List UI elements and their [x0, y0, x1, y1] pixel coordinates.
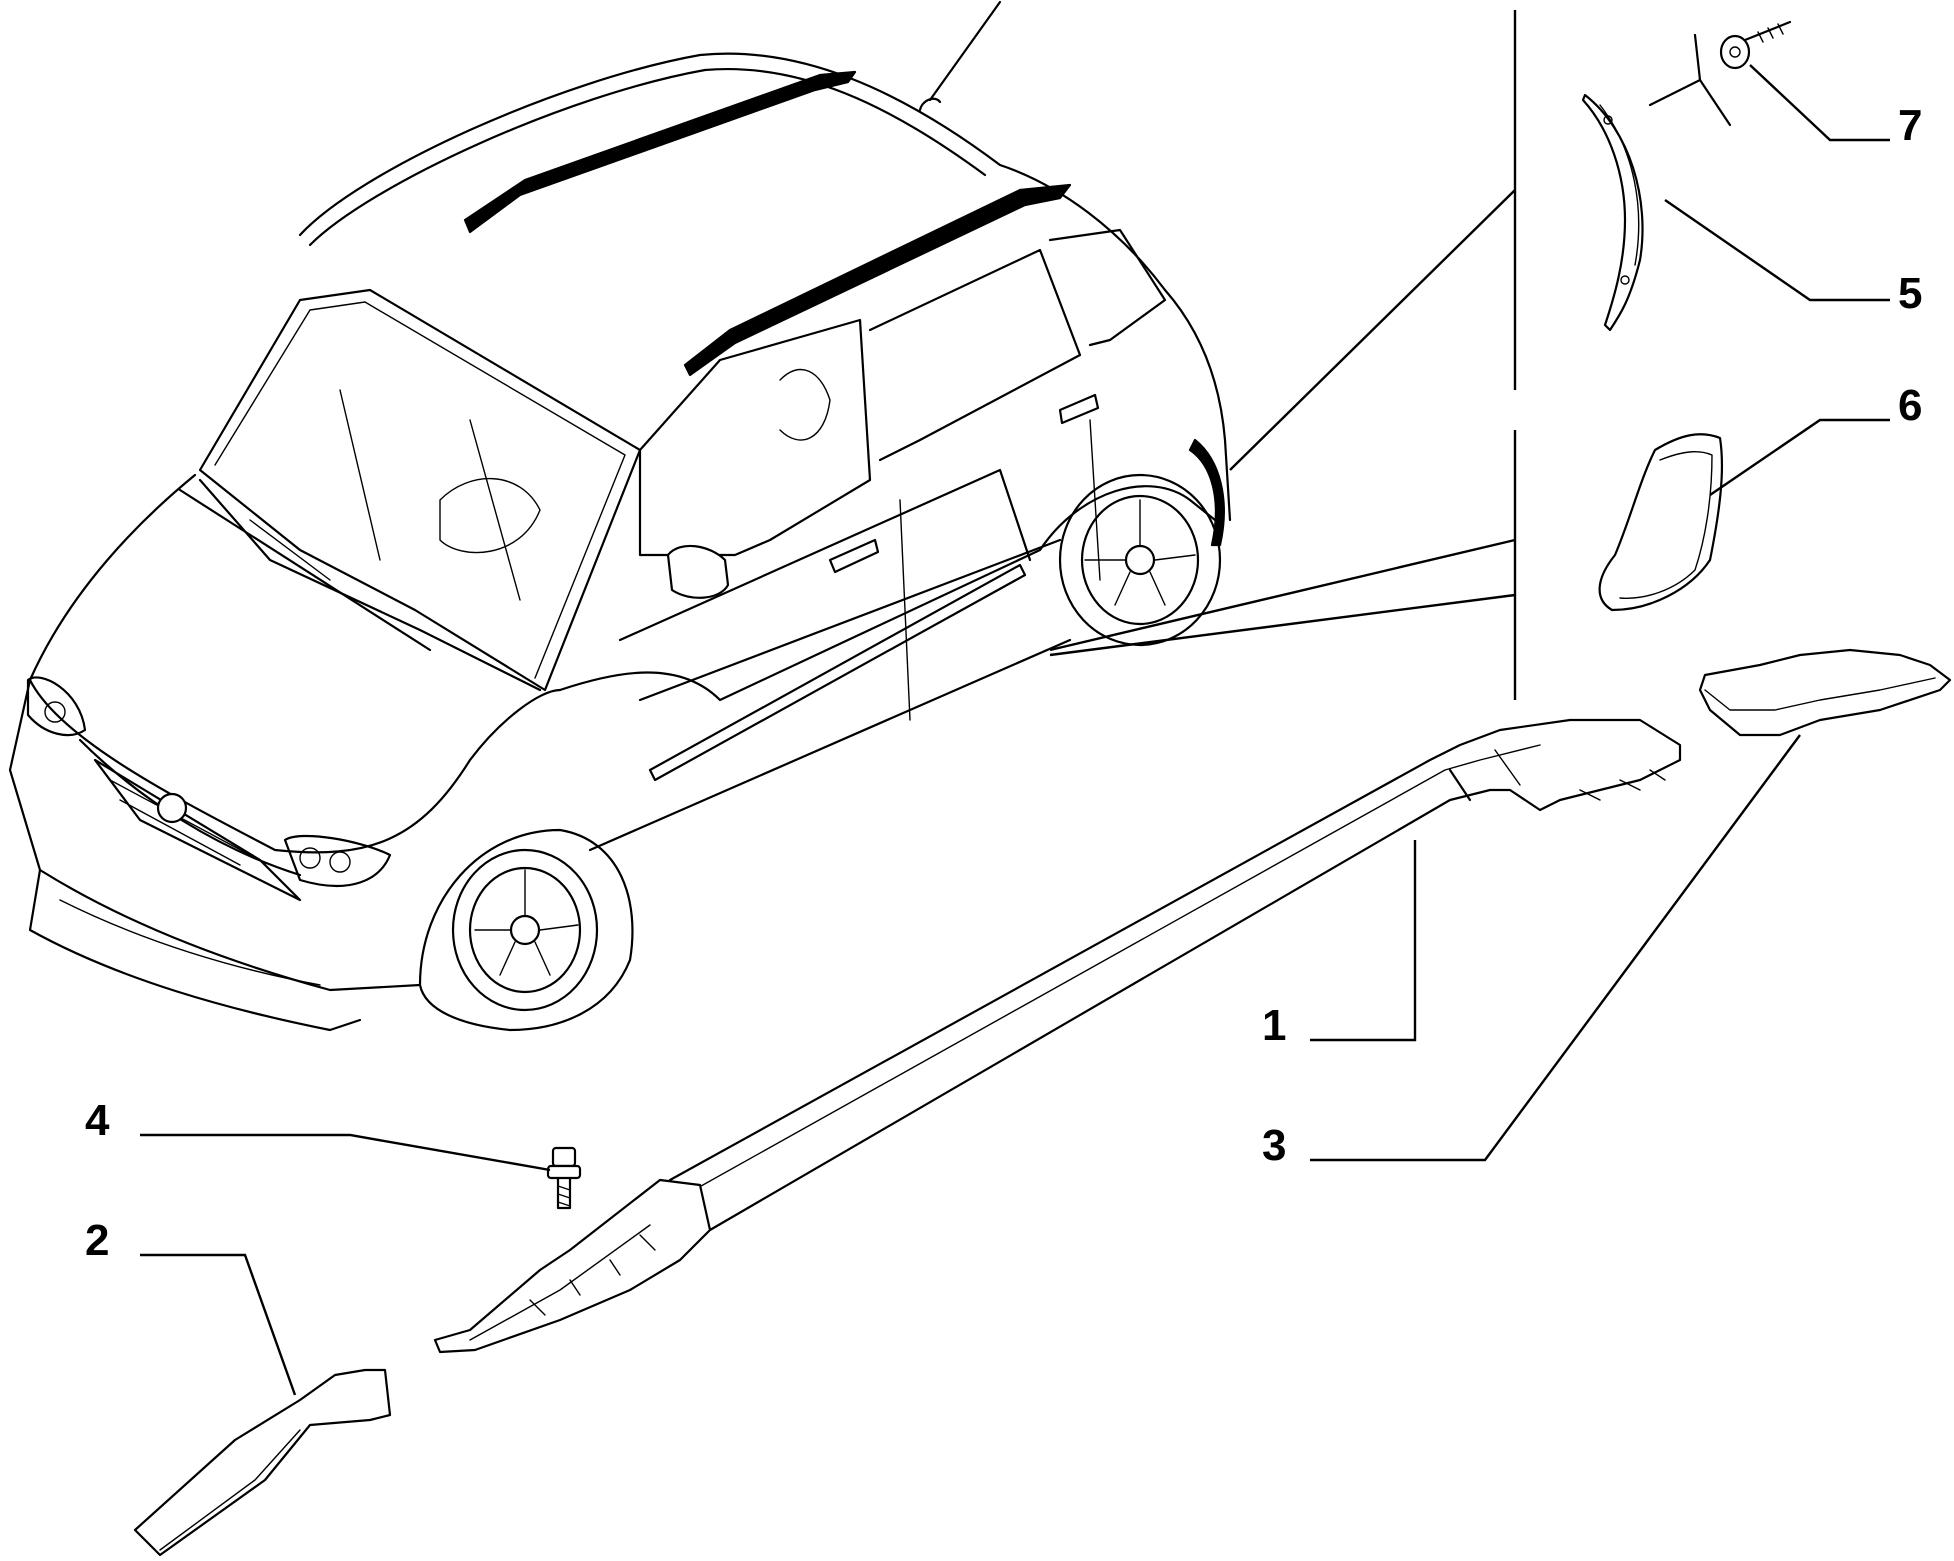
callout-6: 6 [1898, 381, 1922, 430]
leader-4 [140, 1133, 551, 1172]
part-3-front-cap [1698, 648, 1952, 737]
callout-3: 3 [1262, 1121, 1286, 1170]
vehicle-illustration [8, 0, 1232, 1032]
callout-1: 1 [1262, 1001, 1286, 1050]
leader-2 [140, 1253, 297, 1396]
callout-2: 2 [85, 1216, 109, 1265]
leader-1 [1310, 840, 1417, 1042]
part-5-arch-moulding [1581, 93, 1644, 332]
leader-lines [140, 64, 1890, 1396]
callout-5: 5 [1898, 269, 1922, 318]
part-2-end-cap [133, 1368, 392, 1557]
leader-5 [1664, 199, 1890, 302]
part-7-screw [1648, 20, 1792, 127]
callout-4: 4 [85, 1096, 110, 1145]
callout-7: 7 [1898, 101, 1922, 150]
part-6-trim [1598, 433, 1724, 612]
part-4-bolt [546, 1146, 582, 1210]
leader-3 [1310, 734, 1801, 1162]
callout-labels: 1 2 3 4 5 6 7 [85, 101, 1922, 1265]
part-1-roof-rail [433, 718, 1682, 1354]
reference-lines [1049, 10, 1517, 700]
leader-6 [1709, 418, 1890, 496]
leader-7 [1749, 64, 1890, 142]
